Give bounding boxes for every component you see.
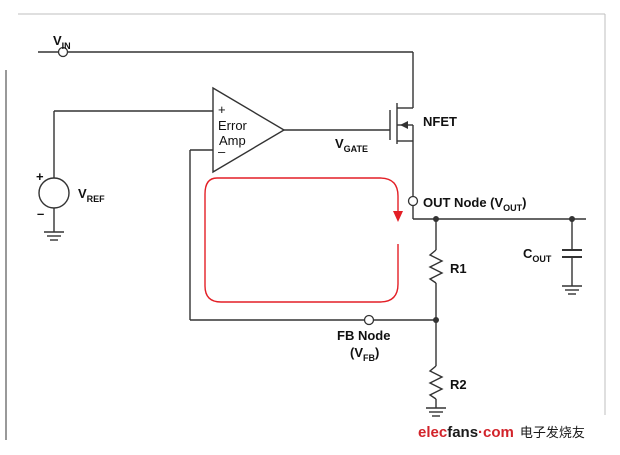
ground-cout [562, 285, 582, 295]
fb-node-label-line2: (VFB) [350, 345, 379, 363]
r2-zigzag [428, 365, 444, 400]
vin-terminal [57, 46, 69, 58]
junction-r1 [433, 216, 439, 222]
vgate-label: VGATE [335, 136, 368, 154]
fb-node-label-line1: FB Node [337, 328, 390, 343]
vref-minus-sign: – [37, 206, 44, 221]
r2-label: R2 [450, 377, 467, 392]
out-node-terminal [407, 195, 419, 207]
out-node-label: OUT Node (VOUT) [423, 195, 527, 213]
vin-label: VIN [53, 33, 71, 51]
junction-fb [433, 317, 439, 323]
vref-plus-sign: + [36, 169, 44, 184]
loop-body [204, 177, 399, 303]
junction-cout [569, 216, 575, 222]
loop-arrow [393, 211, 403, 222]
vref-source [38, 177, 70, 209]
nfet-arrow [400, 121, 408, 129]
loop-top-segment [217, 177, 399, 214]
amp-plus-sign: + [218, 102, 226, 117]
amp-label-line2: Amp [219, 133, 246, 148]
ground-vref [44, 231, 64, 241]
nfet-label: NFET [423, 114, 457, 129]
amp-minus-sign: – [218, 144, 226, 159]
vref-label: VREF [78, 186, 105, 204]
amp-label-line1: Error [218, 118, 248, 133]
r1-label: R1 [450, 261, 467, 276]
error-amp-triangle [212, 86, 286, 174]
fb-node-terminal [363, 314, 375, 326]
wires [38, 51, 586, 408]
ground-r2 [426, 407, 446, 417]
cout-label: COUT [523, 246, 552, 264]
r1-zigzag [428, 249, 444, 284]
